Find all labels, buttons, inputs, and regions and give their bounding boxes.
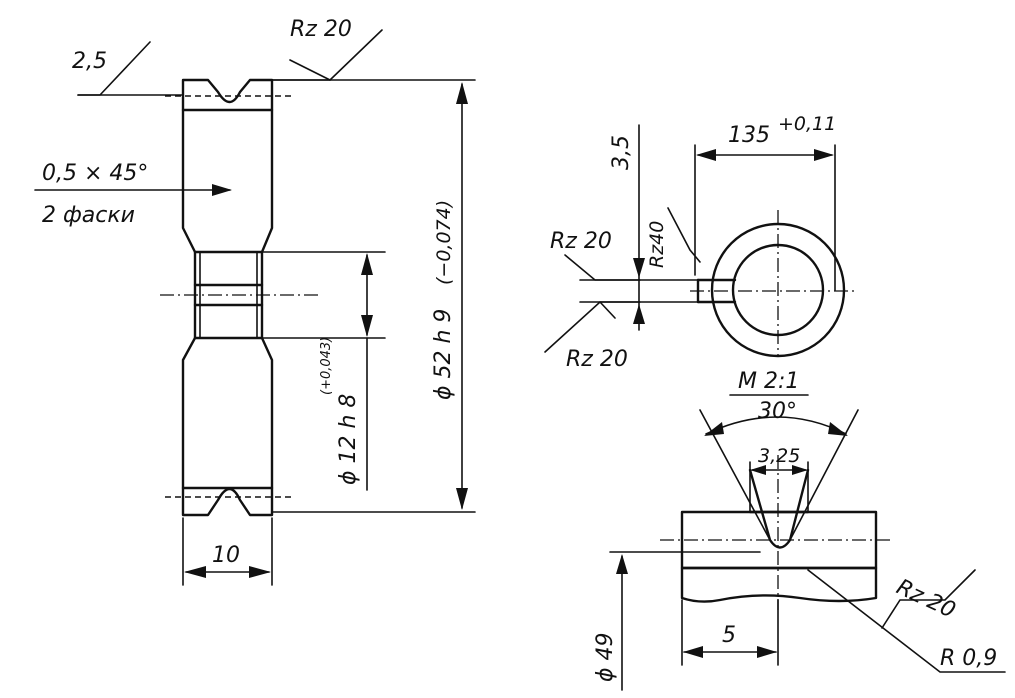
groove-detail-view: М 2:1 30° 3,25 ϕ 49 [593, 369, 1006, 691]
outer-tolerance-label: (−0,074) [433, 200, 455, 285]
detail-hatched-section [680, 566, 878, 603]
groove-width-label: 3,25 [758, 445, 800, 467]
width-label: 10 [212, 543, 240, 568]
outer-diameter-label: ϕ 52 h 9 [431, 309, 456, 400]
bore-tolerance-label: (+0,043) [319, 337, 334, 395]
base-diameter-label: ϕ 49 [593, 633, 618, 683]
detail-roughness-label: Rz 20 [892, 575, 959, 624]
rz-lower-label: Rz 20 [566, 347, 628, 372]
radius-label: R 0,9 [940, 646, 997, 671]
top-rim [181, 78, 274, 112]
slot-tolerance-label: +0,11 [778, 113, 836, 135]
upper-body-section [181, 108, 274, 254]
rz-inner-label: Rz40 [646, 221, 668, 268]
depth-label: 3,5 [609, 135, 634, 170]
pulley-section-view: Rz 20 2,5 0,5 × 45° 2 фаски 10 ϕ 12 h 8 … [34, 17, 476, 586]
bottom-rim [181, 486, 274, 517]
slot-width-label: 135 [728, 123, 770, 148]
scale-label: М 2:1 [738, 369, 799, 394]
rz-upper-label: Rz 20 [550, 229, 612, 254]
ring-end-view: 135 +0,11 3,5 Rz40 Rz 20 Rz 20 [544, 113, 858, 372]
roughness-top-label: Rz 20 [290, 17, 352, 42]
bore-diameter-label: ϕ 12 h 8 [336, 394, 361, 485]
lower-body-section [181, 336, 274, 490]
chamfer-size-label: 0,5 × 45° [42, 161, 148, 186]
offset-label: 5 [722, 623, 736, 648]
angle-label: 30° [758, 399, 797, 424]
chamfer-count-label: 2 фаски [42, 203, 135, 228]
chamfer-roughness-label: 2,5 [72, 49, 107, 74]
